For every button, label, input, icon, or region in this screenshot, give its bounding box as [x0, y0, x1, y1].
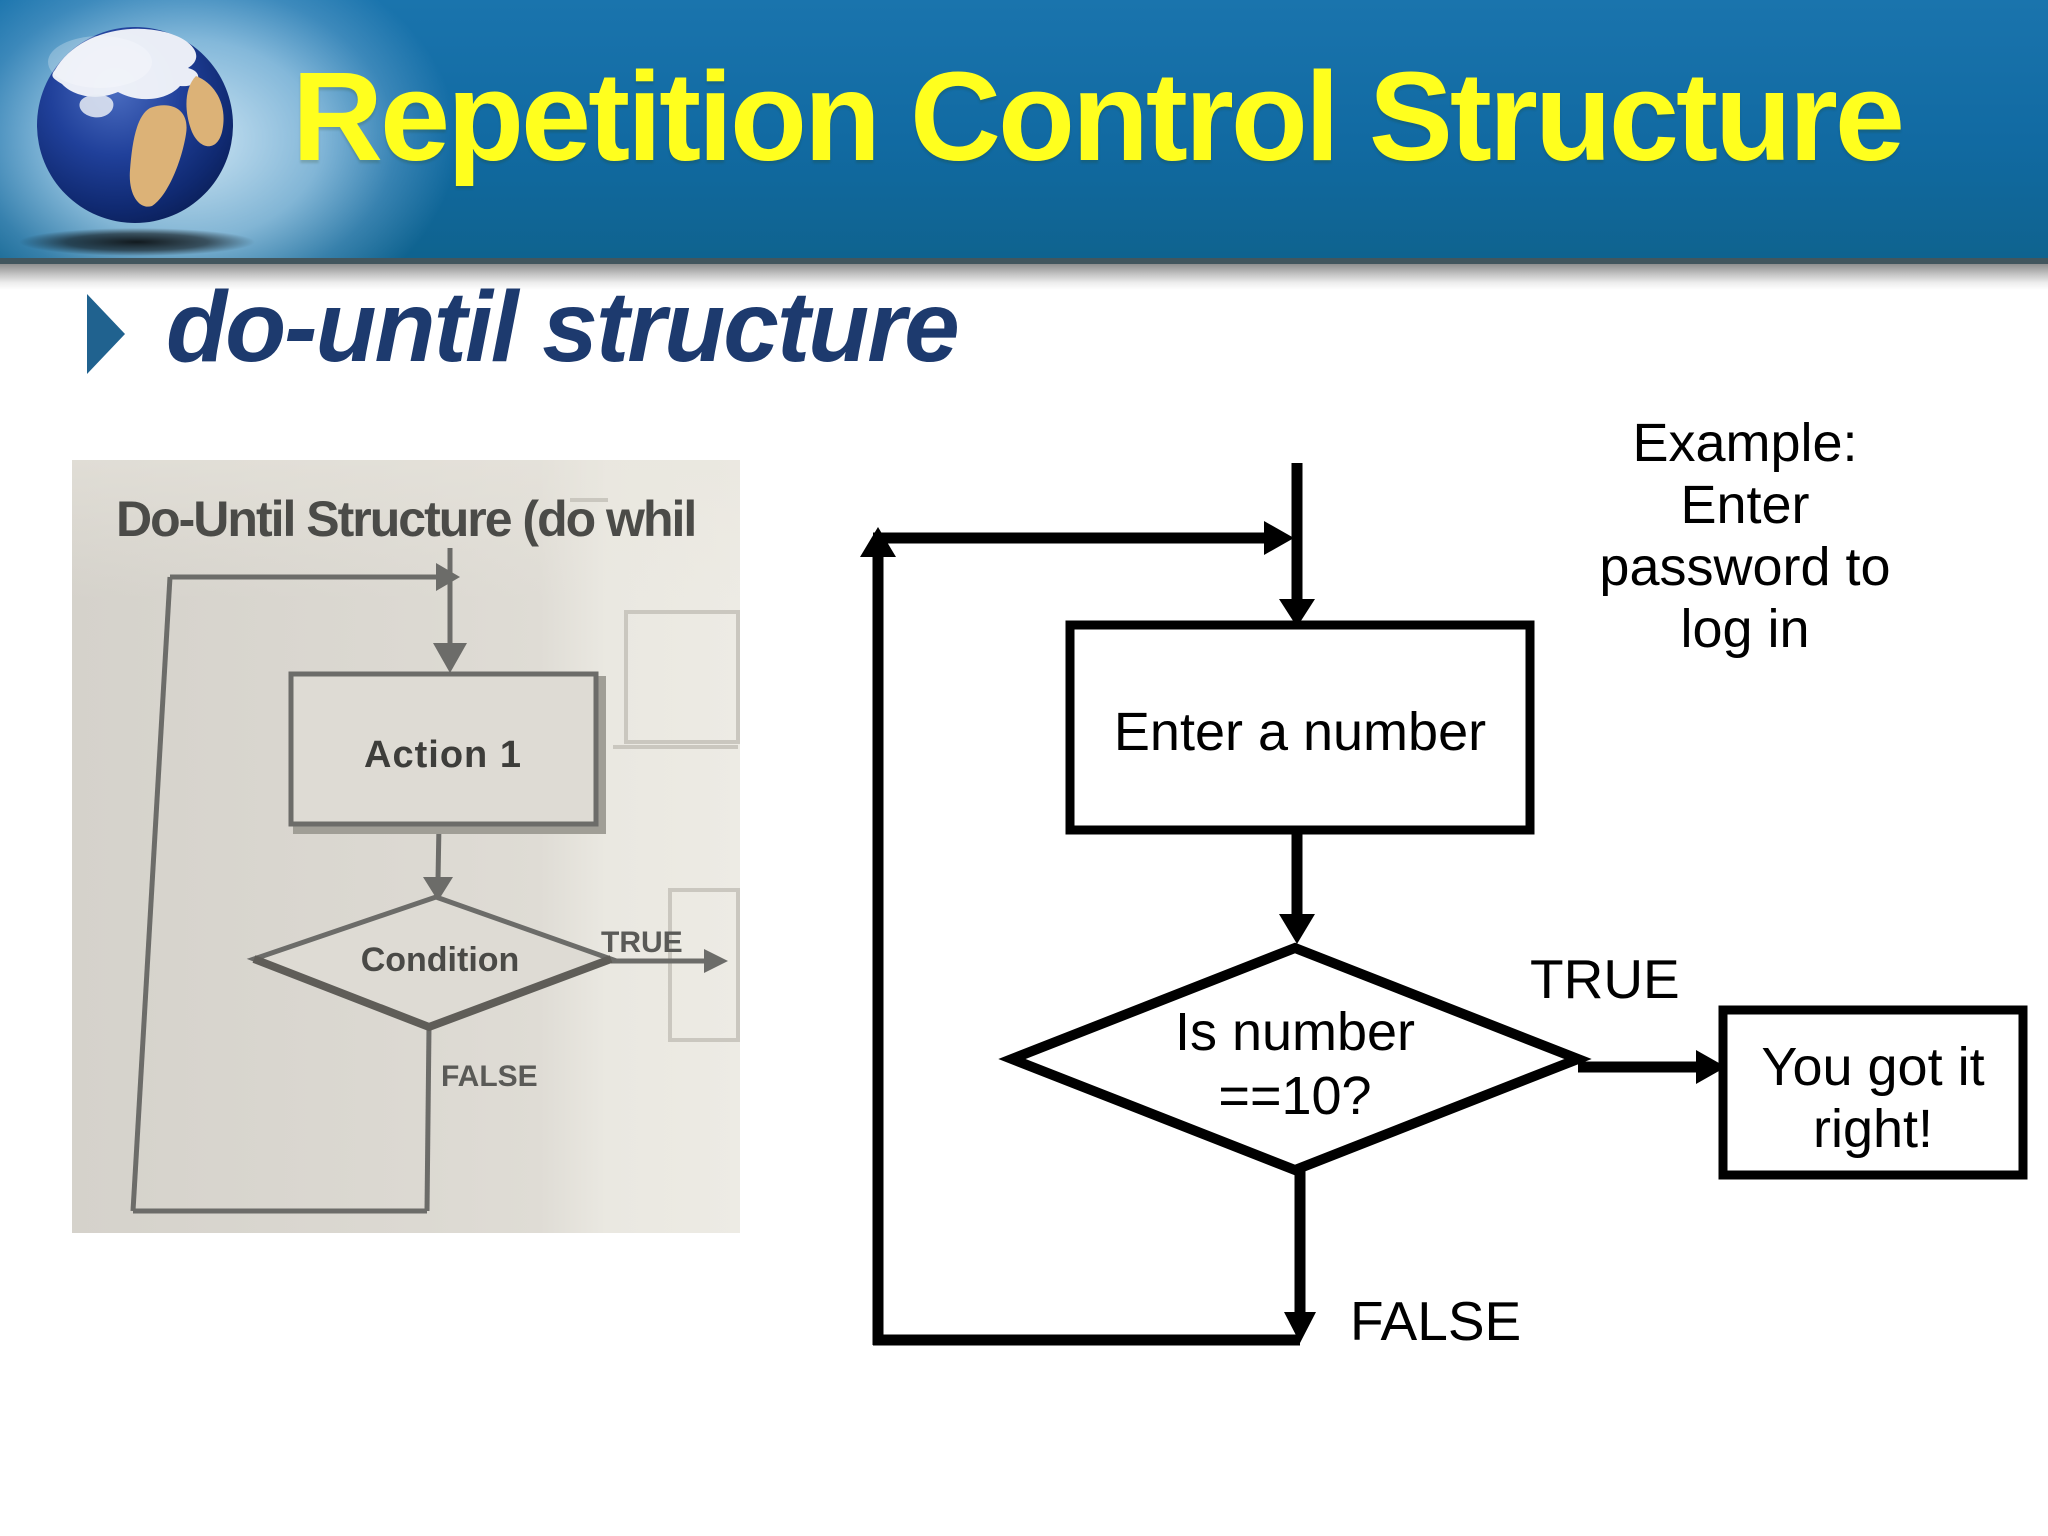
globe-icon: [19, 27, 255, 256]
flow-connectors: [872, 463, 1703, 1346]
scan-false-label: FALSE: [441, 1060, 538, 1093]
slide-title: Repetition Control Structure: [292, 46, 1905, 187]
scan-bleed-marks: [570, 498, 740, 1042]
bullet-triangle-icon: [87, 294, 125, 374]
scan-connectors: [130, 548, 708, 1214]
header-band: [0, 0, 2048, 258]
header-band-edge: [0, 258, 2048, 264]
scanned-figure: Do-Until Structure (do whil Action 1: [72, 460, 740, 1233]
scan-action-box: [288, 671, 599, 827]
scan-title: Do-Until Structure (do whil: [116, 491, 695, 547]
example-line: Enter: [1680, 475, 1810, 535]
flow-process-box: [1065, 620, 1535, 835]
example-line: log in: [1680, 599, 1810, 659]
globe-shadow: [19, 228, 255, 256]
example-note: Example: Enter password to log in: [1590, 412, 1900, 660]
scan-arrowheads: [423, 563, 728, 973]
scan-condition-label: Condition: [361, 941, 520, 979]
flow-decision-line2: ==10?: [1218, 1066, 1371, 1126]
flow-result-line1: You got it: [1761, 1037, 1984, 1097]
globe-land-patch: [79, 94, 114, 118]
header-band-shadow: [0, 264, 2048, 290]
flow-process-label: Enter a number: [1114, 702, 1486, 762]
flow-true-label: TRUE: [1530, 948, 1680, 1010]
flow-arrowheads: [860, 521, 1726, 1343]
flow-decision-line1: Is number: [1175, 1002, 1415, 1062]
globe-land-east: [186, 76, 224, 147]
scan-action-label: Action 1: [364, 734, 522, 776]
flow-result-box: [1718, 1005, 2028, 1180]
scan-true-label: TRUE: [601, 926, 683, 959]
example-line: password to: [1599, 537, 1891, 597]
scan-diamond-shadow-edge: [252, 955, 613, 1032]
globe-highlight: [48, 36, 152, 88]
globe-land-north: [52, 28, 199, 100]
globe-land-south: [129, 105, 187, 207]
flow-result-line2: right!: [1813, 1099, 1933, 1159]
flow-false-label: FALSE: [1350, 1290, 1521, 1352]
section-heading: do-until structure: [166, 271, 960, 383]
flow-decision-diamond: [998, 942, 1592, 1176]
example-line: Example:: [1632, 413, 1858, 473]
